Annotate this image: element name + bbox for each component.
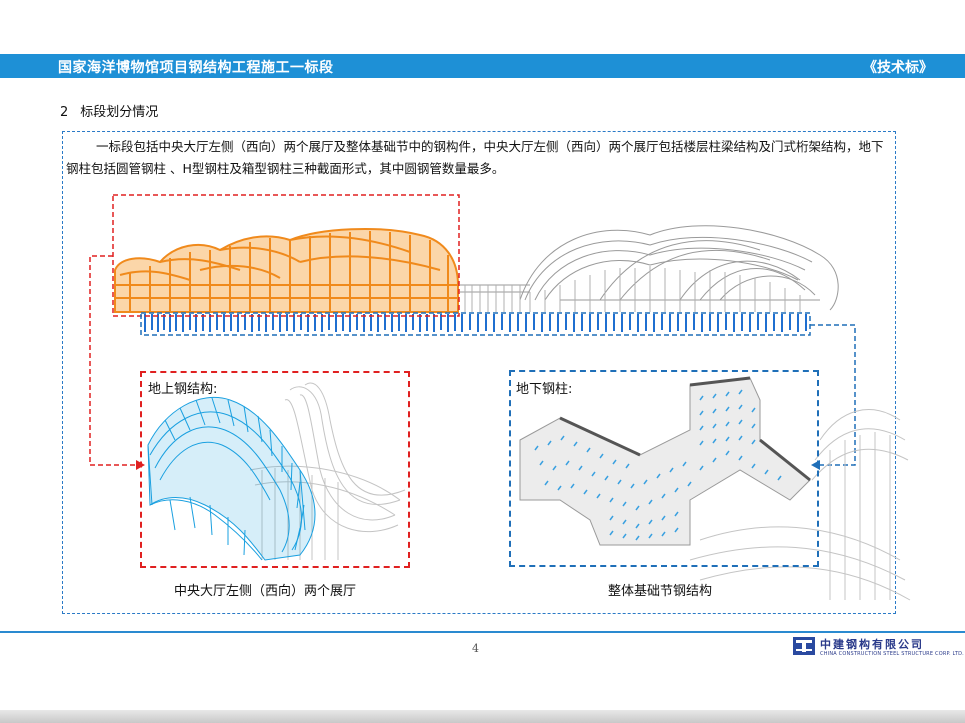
section-heading: 2 标段划分情况 [60, 101, 158, 120]
document-tag: 《技术标》 [863, 60, 933, 76]
bottom-band [0, 710, 965, 723]
document-title: 国家海洋博物馆项目钢结构工程施工一标段 [58, 60, 334, 76]
overall-model-grey-columns [464, 266, 801, 312]
company-name-cn: 中建钢构有限公司 [820, 638, 924, 651]
description-paragraph: 一标段包括中央大厅左侧（西向）两个展厅及整体基础节中的钢构件，中央大厅左侧（西向… [66, 139, 884, 176]
content-frame [62, 131, 896, 614]
left-panel-caption: 中央大厅左侧（西向）两个展厅 [174, 584, 357, 599]
header-bar [0, 54, 965, 78]
footer-divider [0, 631, 965, 633]
section-number: 2 [60, 105, 69, 120]
foundation-columns-strip [144, 314, 807, 332]
underground-panel-frame [509, 370, 819, 567]
overall-model-orange [114, 227, 459, 313]
underground-label: 地下钢柱: [516, 382, 573, 397]
section-title: 标段划分情况 [80, 105, 159, 120]
columns-strip-highlight [140, 312, 811, 336]
page-number: 4 [472, 642, 479, 655]
above-ground-structure-model [147, 382, 406, 561]
company-name-en: CHINA CONSTRUCTION STEEL STRUCTURE CORP.… [820, 651, 964, 657]
foundation-plan-model [519, 376, 911, 601]
company-logo-icon [793, 637, 815, 655]
above-ground-label: 地上钢结构: [148, 382, 218, 397]
overall-model-grey [460, 225, 839, 311]
red-connector-arrow [89, 255, 136, 466]
above-ground-panel-frame [140, 371, 410, 568]
blue-connector-arrow [810, 324, 856, 466]
right-panel-caption: 整体基础节钢结构 [608, 584, 713, 599]
